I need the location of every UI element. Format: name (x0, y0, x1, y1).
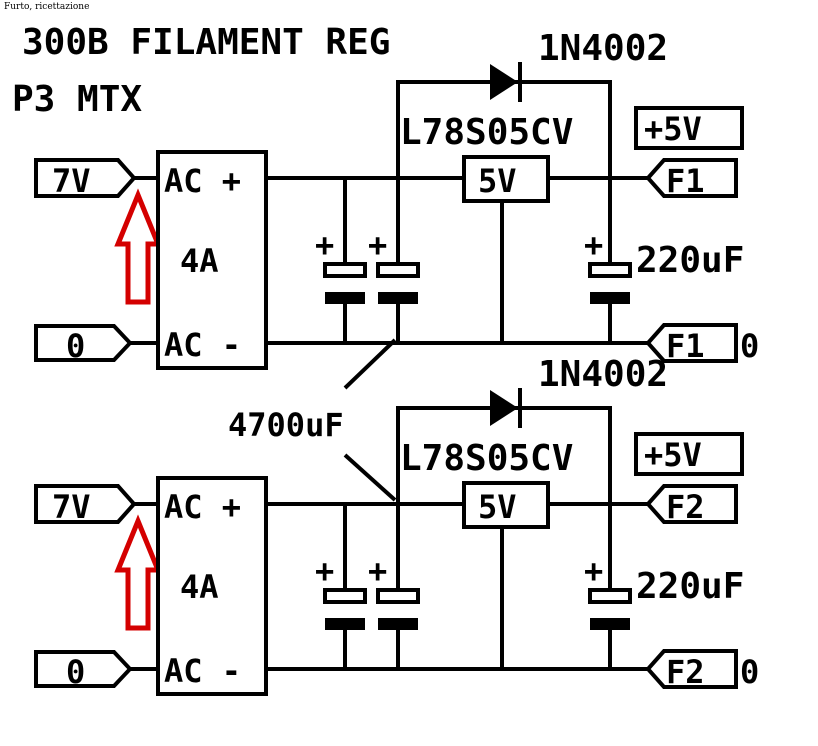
output-return-label: F2 (666, 653, 705, 691)
bridge-rating-label: 4A (180, 242, 219, 280)
diode-triangle-icon (490, 390, 518, 426)
input-zero-connector (34, 650, 133, 688)
regulator-part-label: L78S05CV (400, 438, 573, 479)
output-return-zero: 0 (740, 327, 759, 365)
cap-leader-bottom (343, 453, 397, 502)
output-return-label: F1 (666, 327, 705, 365)
bridge-rating-label: 4A (180, 568, 219, 606)
output-cap-value: 220uF (636, 240, 744, 281)
bridge-ac-plus-label: AC + (164, 488, 241, 526)
filter-cap-polarity: + (368, 552, 387, 590)
regulator-box (462, 155, 550, 203)
red-up-arrow-icon (114, 188, 162, 305)
output-cap-plate-icon (588, 262, 632, 278)
filter-cap-plate-icon (325, 292, 365, 304)
filter-cap-plate-icon (323, 262, 367, 278)
filter-cap-plate-icon (378, 618, 418, 630)
diode-label: 1N4002 (538, 354, 668, 395)
output-cap-polarity: + (584, 552, 603, 590)
output-cap-polarity: + (584, 226, 603, 264)
output-connector-label: F1 (666, 162, 705, 200)
filter-cap-plate-icon (376, 262, 420, 278)
input-ac-connector (34, 484, 137, 524)
bridge-ac-minus-label: AC - (164, 326, 241, 364)
output-voltage-box (634, 106, 744, 150)
output-connector (645, 158, 738, 198)
output-voltage-label: +5V (644, 436, 702, 474)
filter-cap-polarity: + (315, 226, 334, 264)
output-return-connector (645, 649, 738, 689)
diode-triangle-icon (490, 64, 518, 100)
output-connector-label: F2 (666, 488, 705, 526)
output-cap-plate-icon (588, 588, 632, 604)
bridge-rectifier-box (156, 150, 268, 370)
cap-leader-top (343, 338, 397, 390)
bridge-ac-plus-label: AC + (164, 162, 241, 200)
image-caption: Furto, ricettazione (4, 2, 90, 12)
output-voltage-label: +5V (644, 110, 702, 148)
output-connector (645, 484, 738, 524)
regulator-part-label: L78S05CV (400, 112, 573, 153)
shared-cap-value: 4700uF (228, 406, 344, 444)
filter-cap-plate-icon (325, 618, 365, 630)
input-ac-label: 7V (52, 488, 91, 526)
output-return-connector (645, 323, 738, 363)
bridge-rectifier-box (156, 476, 268, 696)
output-cap-value: 220uF (636, 566, 744, 607)
regulator-voltage-label: 5V (478, 488, 517, 526)
input-zero-label: 0 (66, 327, 85, 365)
input-ac-label: 7V (52, 162, 91, 200)
title-line1: 300B FILAMENT REG (22, 22, 390, 63)
output-cap-plate-icon (590, 292, 630, 304)
red-up-arrow-icon (114, 514, 162, 631)
diode-label: 1N4002 (538, 28, 668, 69)
input-zero-label: 0 (66, 653, 85, 691)
filter-cap-plate-icon (378, 292, 418, 304)
regulator-box (462, 481, 550, 529)
output-return-zero: 0 (740, 653, 759, 691)
filter-cap-polarity: + (315, 552, 334, 590)
input-ac-connector (34, 158, 137, 198)
input-zero-connector (34, 324, 133, 362)
filter-cap-plate-icon (323, 588, 367, 604)
output-voltage-box (634, 432, 744, 476)
filter-cap-polarity: + (368, 226, 387, 264)
output-cap-plate-icon (590, 618, 630, 630)
filter-cap-plate-icon (376, 588, 420, 604)
bridge-ac-minus-label: AC - (164, 652, 241, 690)
regulator-voltage-label: 5V (478, 162, 517, 200)
title-line2: P3 MTX (12, 79, 142, 120)
